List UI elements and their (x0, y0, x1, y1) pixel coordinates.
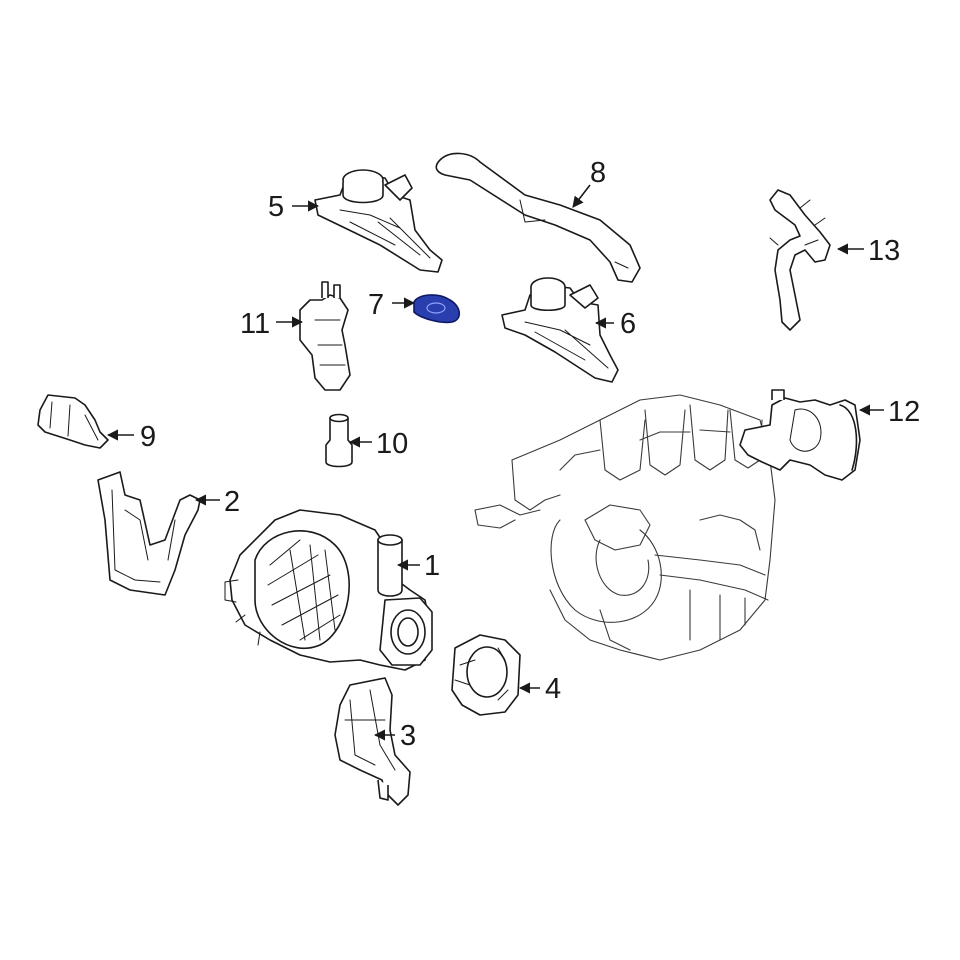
part-12-valve-assembly (739, 389, 861, 481)
part-6-valve (501, 277, 619, 383)
callout-13: 13 (868, 235, 900, 267)
part-13-hose (769, 189, 831, 331)
callout-1: 1 (424, 550, 440, 582)
part-4-coupler (451, 634, 521, 716)
callout-11: 11 (240, 308, 270, 340)
part-11-solenoid (299, 281, 351, 391)
callout-4: 4 (545, 673, 561, 705)
callout-leaders (106, 184, 884, 741)
part-2-bracket (97, 471, 201, 596)
callout-3: 3 (400, 720, 416, 752)
leader-8 (572, 184, 591, 208)
callout-12: 12 (888, 396, 920, 428)
callout-9: 9 (140, 421, 156, 453)
callout-8: 8 (590, 157, 606, 189)
part-8-hose (435, 152, 641, 283)
callout-6: 6 (620, 308, 636, 340)
engine-intake-manifold-drawing (474, 394, 776, 661)
part-5-valve (314, 169, 443, 273)
callout-2: 2 (224, 486, 240, 518)
part-1-air-pump (224, 509, 433, 671)
callout-10: 10 (376, 428, 408, 460)
part-7-gasket (413, 294, 461, 324)
callout-7: 7 (368, 289, 384, 321)
callout-numbers: 1 2 3 4 5 6 7 8 9 10 11 12 13 (140, 157, 920, 752)
part-3-bracket (334, 677, 411, 806)
part-10-fitting (325, 413, 353, 468)
callout-5: 5 (268, 191, 284, 223)
part-9-sensor (37, 394, 109, 449)
